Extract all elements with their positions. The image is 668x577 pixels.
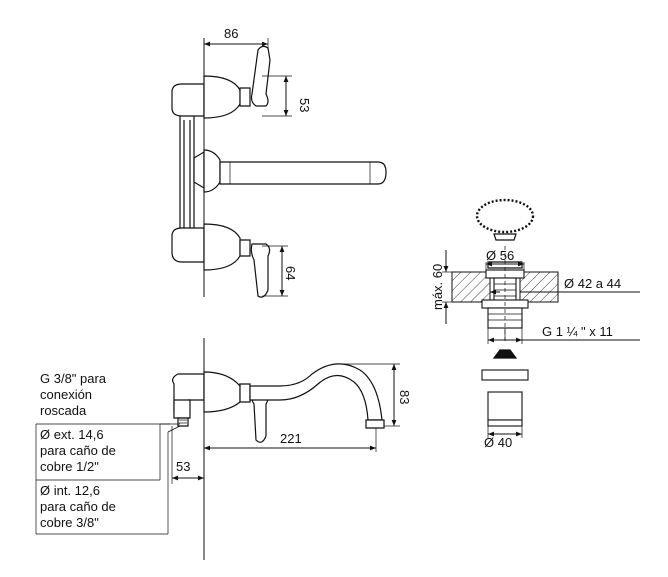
dim-64: 64 (283, 266, 298, 280)
dim-dia-40: Ø 40 (484, 435, 512, 450)
svg-text:conexión: conexión (40, 387, 92, 402)
dim-dia-56: Ø 56 (486, 248, 514, 263)
svg-text:cobre 1/2": cobre 1/2" (40, 459, 99, 474)
svg-text:Ø int. 12,6: Ø int. 12,6 (40, 483, 100, 498)
dim-221: 221 (280, 431, 302, 446)
dim-max-60: máx. 60 (430, 264, 445, 310)
front-view: 86 53 64 (171, 26, 387, 298)
dim-53-top: 53 (297, 98, 312, 112)
callout-inner-diameter: Ø int. 12,6 para caño de cobre 3/8" (40, 483, 116, 530)
svg-text:para caño de: para caño de (40, 443, 116, 458)
side-view: 83 221 53 G 3/8" para conexión roscada Ø… (35, 338, 412, 560)
callout-connection: G 3/8" para conexión roscada (40, 371, 107, 418)
svg-text:para caño de: para caño de (40, 499, 116, 514)
svg-text:Ø ext. 14,6: Ø ext. 14,6 (40, 427, 104, 442)
dim-83: 83 (397, 390, 412, 404)
callout-outer-diameter: Ø ext. 14,6 para caño de cobre 1/2" (40, 427, 116, 474)
drain-view: máx. 60 Ø 56 Ø 42 a 44 G 1 ¼ " x 11 Ø 40 (430, 198, 640, 450)
svg-text:cobre 3/8": cobre 3/8" (40, 515, 99, 530)
dim-hole-range: Ø 42 a 44 (564, 276, 621, 291)
svg-text:roscada: roscada (40, 403, 87, 418)
svg-text:G 3/8" para: G 3/8" para (40, 371, 107, 386)
dim-53-bottom: 53 (176, 459, 190, 474)
dim-thread: G 1 ¼ " x 11 (542, 324, 613, 339)
dim-86: 86 (224, 26, 238, 41)
